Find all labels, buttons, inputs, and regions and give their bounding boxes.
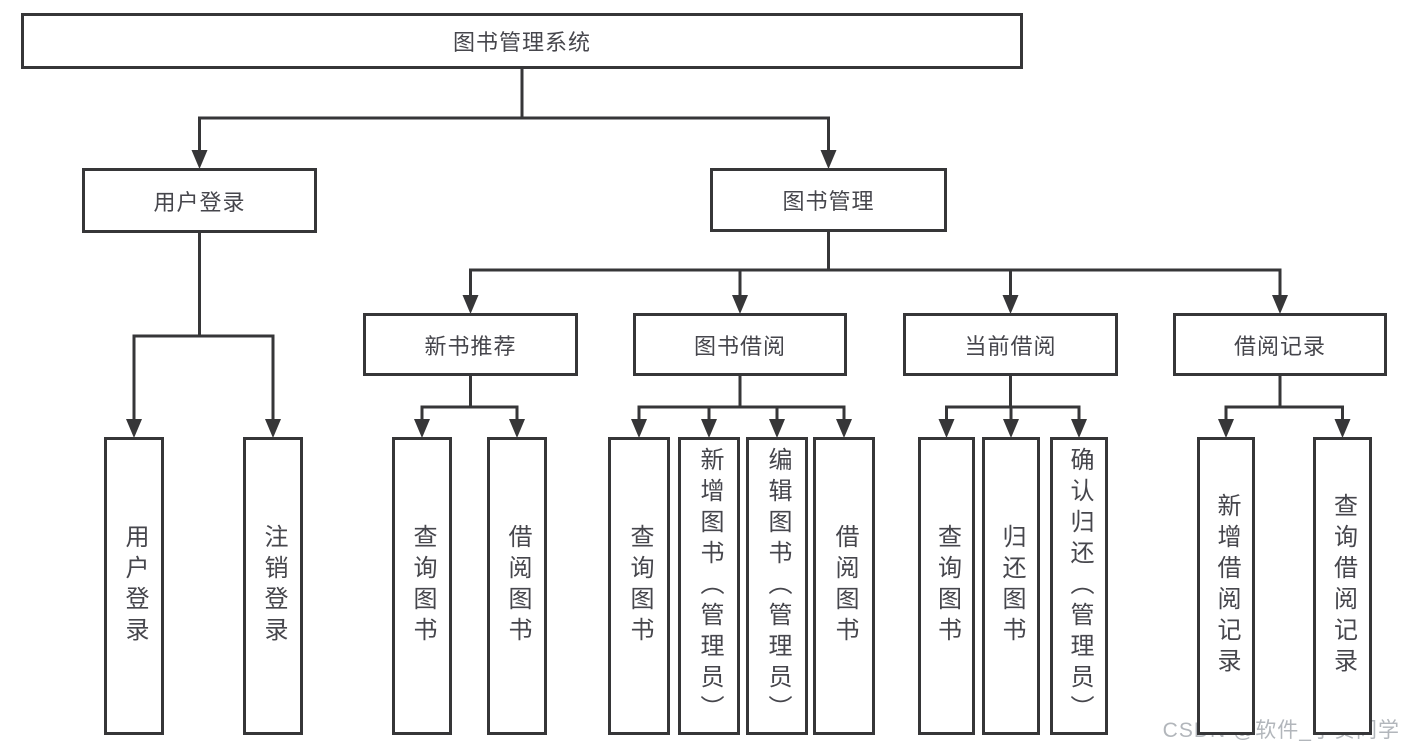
arrowhead-icon — [191, 150, 208, 169]
node-label-cb-return: 归还图书 — [998, 524, 1025, 648]
arrowhead-icon — [701, 419, 717, 438]
node-label-cb-query: 查询图书 — [933, 524, 961, 648]
node-label-br-query: 查询借阅记录 — [1329, 493, 1357, 679]
node-label-rec-query: 查询图书 — [409, 524, 436, 648]
node-label-root: 图书管理系统 — [452, 30, 591, 55]
arrowhead-icon — [126, 419, 142, 438]
node-label-bb-edit: 编辑图书（管理员） — [764, 446, 791, 726]
node-cb-query: 查询图书 — [918, 437, 975, 735]
arrowhead-icon — [1272, 295, 1288, 314]
node-leaf-login: 用户登录 — [104, 437, 164, 735]
node-book-borrow: 图书借阅 — [633, 313, 847, 376]
node-label-leaf-logout: 注销登录 — [260, 524, 287, 648]
node-label-rec-borrow: 借阅图书 — [504, 524, 531, 648]
node-book-mgmt: 图书管理 — [710, 168, 947, 232]
node-label-book-mgmt: 图书管理 — [782, 189, 875, 214]
arrowhead-icon — [1003, 419, 1019, 438]
node-label-leaf-login: 用户登录 — [121, 524, 148, 648]
node-label-bb-add: 新增图书（管理员） — [696, 446, 723, 726]
node-label-current-borrow: 当前借阅 — [964, 333, 1057, 359]
node-bb-edit: 编辑图书（管理员） — [746, 437, 808, 735]
node-root: 图书管理系统 — [21, 13, 1023, 69]
node-label-borrow-records: 借阅记录 — [1233, 333, 1326, 359]
arrowhead-icon — [1218, 419, 1234, 438]
arrowhead-icon — [769, 419, 785, 438]
arrowhead-icon — [414, 419, 430, 438]
node-label-bb-borrow: 借阅图书 — [831, 524, 858, 648]
arrowhead-icon — [631, 419, 647, 438]
node-leaf-logout: 注销登录 — [243, 437, 303, 735]
arrowhead-icon — [462, 295, 479, 314]
arrowhead-icon — [732, 295, 748, 314]
node-label-user-login: 用户登录 — [153, 189, 246, 215]
node-label-bb-query: 查询图书 — [626, 524, 653, 648]
arrowhead-icon — [938, 419, 955, 438]
arrowhead-icon — [1334, 419, 1351, 438]
node-label-cb-confirm: 确认归还（管理员） — [1066, 446, 1093, 726]
node-new-book-rec: 新书推荐 — [363, 313, 578, 376]
node-label-new-book-rec: 新书推荐 — [424, 333, 517, 359]
node-rec-query: 查询图书 — [392, 437, 452, 735]
node-current-borrow: 当前借阅 — [903, 313, 1118, 376]
node-br-add: 新增借阅记录 — [1197, 437, 1255, 735]
arrowhead-icon — [1071, 419, 1087, 438]
arrowhead-icon — [836, 419, 852, 438]
node-cb-return: 归还图书 — [982, 437, 1040, 735]
node-label-br-add: 新增借阅记录 — [1213, 493, 1240, 679]
node-cb-confirm: 确认归还（管理员） — [1050, 437, 1108, 735]
arrowhead-icon — [1002, 295, 1019, 314]
node-bb-add: 新增图书（管理员） — [678, 437, 740, 735]
arrowhead-icon — [820, 150, 837, 169]
node-br-query: 查询借阅记录 — [1313, 437, 1372, 735]
node-bb-borrow: 借阅图书 — [813, 437, 875, 735]
node-user-login: 用户登录 — [82, 168, 317, 233]
node-label-book-borrow: 图书借阅 — [693, 333, 786, 359]
arrowhead-icon — [265, 419, 281, 438]
arrowhead-icon — [509, 419, 525, 438]
node-rec-borrow: 借阅图书 — [487, 437, 547, 735]
node-bb-query: 查询图书 — [608, 437, 670, 735]
node-borrow-records: 借阅记录 — [1173, 313, 1387, 376]
